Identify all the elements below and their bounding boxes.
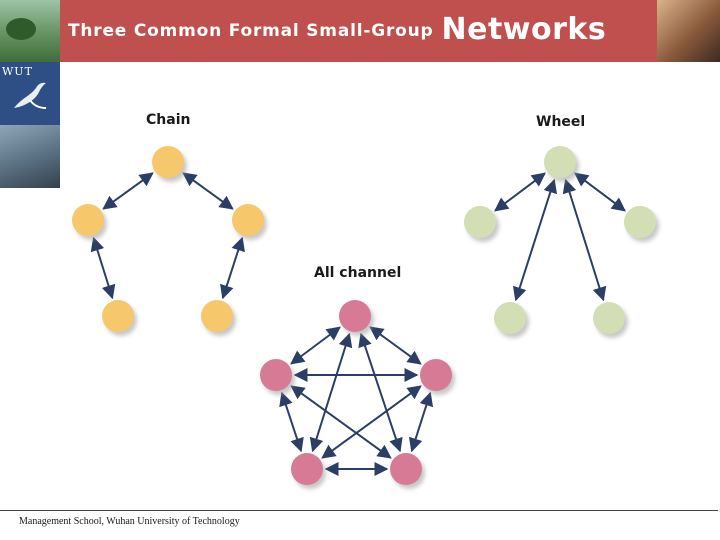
chain-arrow — [90, 236, 116, 300]
title-emphasis: Networks — [441, 11, 607, 47]
all-channel-node — [420, 359, 452, 391]
chain-arrow — [220, 236, 245, 300]
bird-icon — [14, 82, 47, 109]
wheel-arrow — [512, 178, 558, 302]
slide-title: Three Common Formal Small-Group Networks — [68, 0, 606, 62]
all-channel-arrow — [309, 332, 353, 453]
wheel-node — [593, 302, 625, 334]
people-photo — [0, 125, 60, 188]
chain-node — [72, 204, 104, 236]
logo-text: WUT — [2, 65, 33, 78]
chain-arrow — [182, 172, 234, 210]
title-bar: Three Common Formal Small-Group Networks — [0, 0, 720, 62]
chain-node — [152, 146, 184, 178]
all-channel-arrow — [290, 326, 341, 365]
students-photo — [657, 0, 720, 62]
wheel-node — [464, 206, 496, 238]
chain-node — [201, 300, 233, 332]
network-arrows — [90, 172, 626, 476]
wheel-arrow — [494, 172, 546, 212]
all-channel-arrow — [279, 391, 304, 453]
university-logo: WUT — [0, 62, 60, 125]
footer-text: Management School, Wuhan University of T… — [19, 516, 240, 527]
chain-label: Chain — [146, 112, 191, 128]
all-channel-node — [260, 359, 292, 391]
wheel-node — [544, 146, 576, 178]
footer-divider-end — [698, 510, 718, 511]
side-image-strip: WUT — [0, 62, 60, 188]
all-channel-label: All channel — [314, 265, 402, 281]
all-channel-node — [339, 300, 371, 332]
footer-divider — [0, 510, 698, 511]
all-channel-arrow — [290, 385, 392, 459]
wheel-node — [624, 206, 656, 238]
all-channel-arrow — [369, 326, 422, 365]
all-channel-arrow — [358, 332, 403, 453]
network-nodes — [72, 146, 659, 489]
chain-node — [232, 204, 264, 236]
chain-node — [102, 300, 134, 332]
chain-arrow — [102, 172, 154, 210]
all-channel-node — [291, 453, 323, 485]
wheel-label: Wheel — [536, 114, 586, 130]
campus-photo — [0, 0, 60, 62]
wheel-arrow — [562, 178, 607, 302]
all-channel-node — [390, 453, 422, 485]
all-channel-arrow — [321, 385, 422, 459]
wheel-arrow — [574, 172, 626, 212]
title-text: Three Common Formal Small-Group — [68, 21, 434, 41]
all-channel-arrow — [408, 391, 434, 453]
wheel-node — [494, 302, 526, 334]
